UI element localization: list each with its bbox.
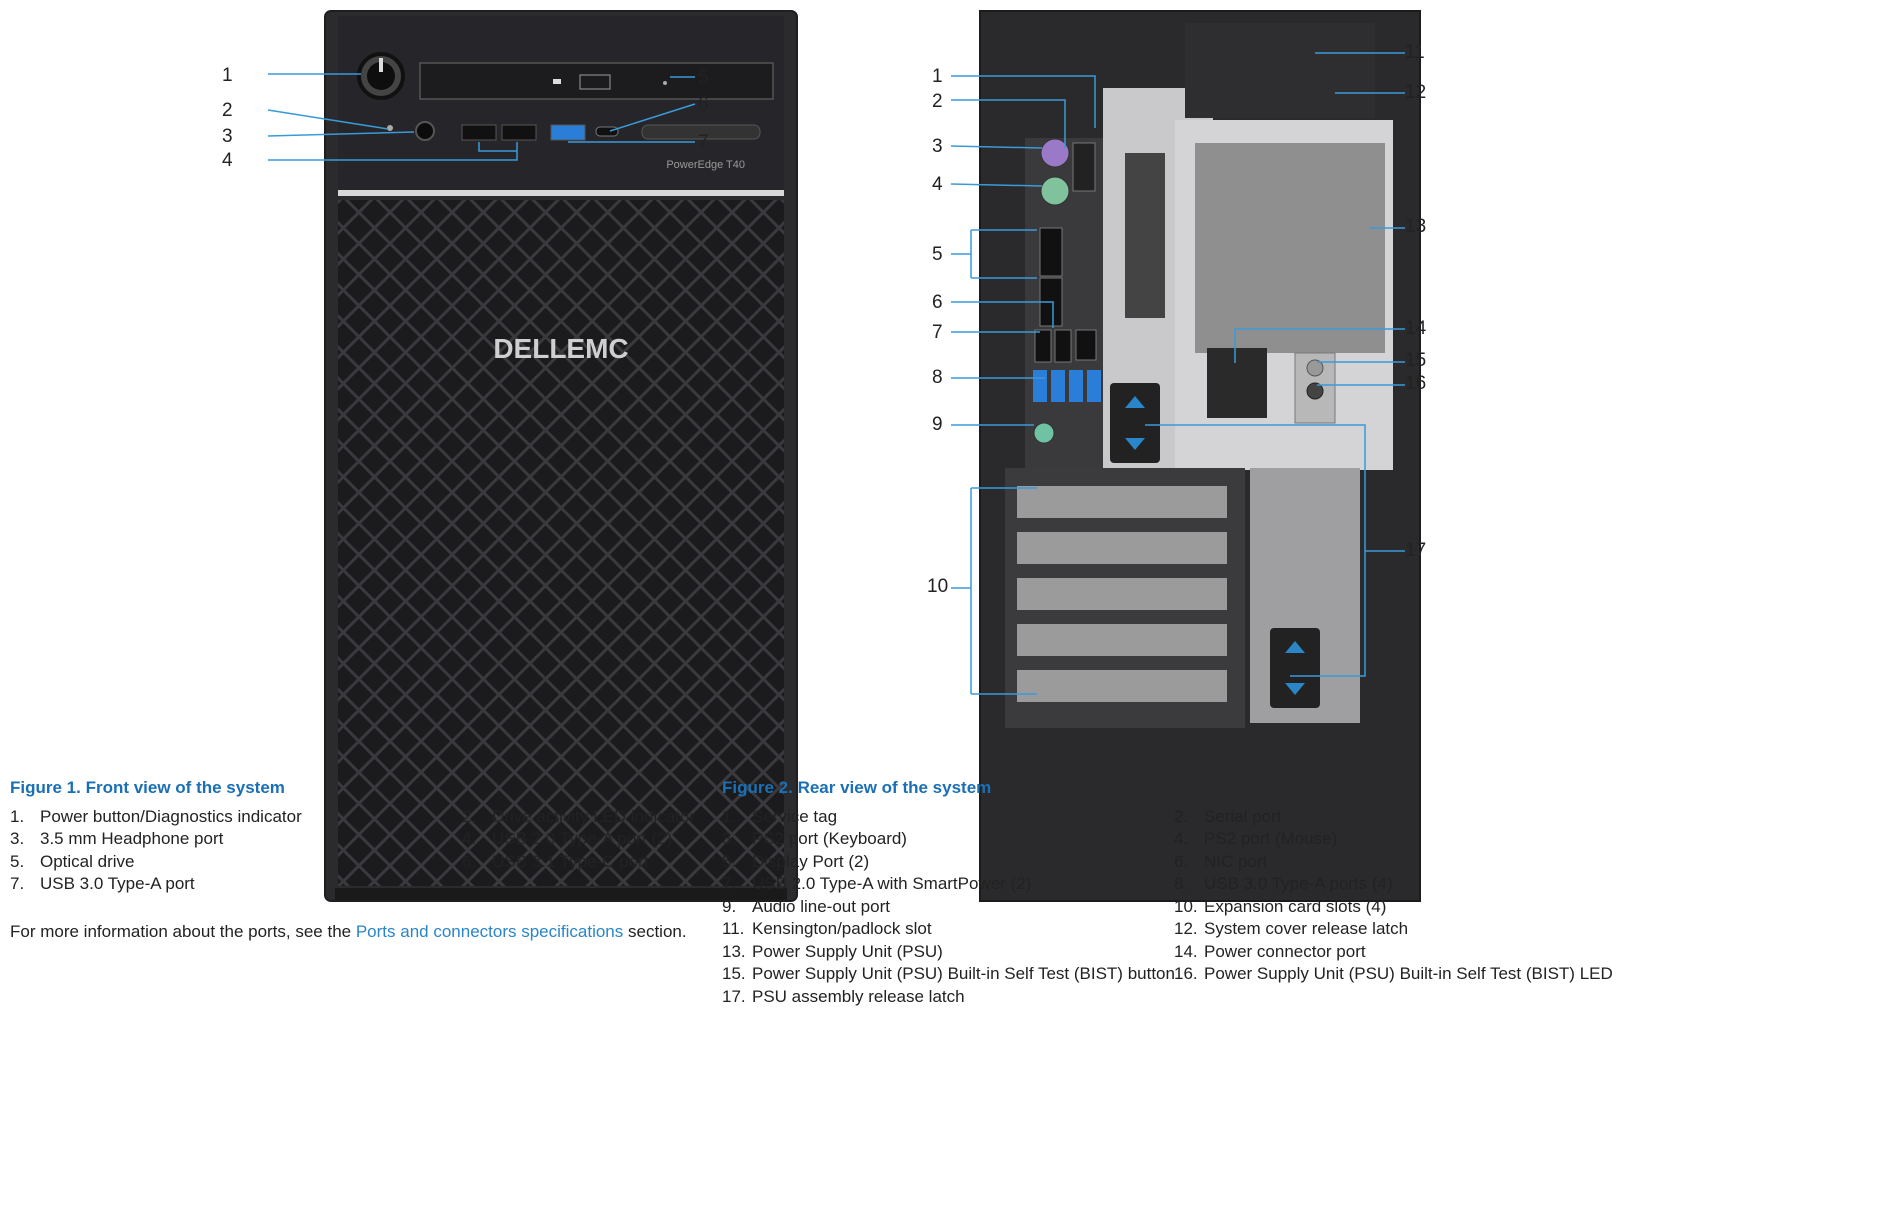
- rear-view-figure: [950, 10, 1421, 902]
- front-callout-4: 4: [222, 150, 233, 171]
- front-callout-2: 2: [222, 100, 233, 121]
- list-item: 5.Display Port (2): [722, 852, 870, 871]
- list-item: 14.Power connector port: [1174, 942, 1366, 961]
- ports-connectors-link[interactable]: Ports and connectors specifications: [355, 922, 624, 941]
- rear-callout-4: 4: [932, 174, 943, 195]
- list-item: 9.Audio line-out port: [722, 897, 890, 916]
- rear-callout-3: 3: [932, 136, 943, 157]
- list-item: 5.Optical drive: [10, 852, 135, 871]
- list-item: 13.Power Supply Unit (PSU): [722, 942, 943, 961]
- list-item: 16.Power Supply Unit (PSU) Built-in Self…: [1174, 964, 1613, 983]
- list-item: 4.USB 2.0 Type-A port (2): [462, 829, 673, 848]
- front-callout-6: 6: [698, 94, 709, 115]
- list-item: 2.Drive activity LED indicator: [462, 807, 696, 826]
- list-item: 1.Power button/Diagnostics indicator: [10, 807, 302, 826]
- rear-callout-13: 13: [1405, 216, 1427, 237]
- rear-callout-8: 8: [932, 367, 943, 388]
- list-item: 10.Expansion card slots (4): [1174, 897, 1387, 916]
- rear-callout-10: 10: [927, 576, 949, 597]
- list-item: 4.PS2 port (Mouse): [1174, 829, 1338, 848]
- brand-logo: DELLEMC: [493, 333, 628, 364]
- front-callout-7: 7: [698, 132, 709, 153]
- ports-info-note: For more information about the ports, se…: [10, 922, 687, 941]
- list-item: 6.USB 3.1 Type-C port: [462, 852, 649, 871]
- rear-callout-17: 17: [1405, 540, 1427, 561]
- front-view-figure: PowerEdge T40 DELLEMC: [267, 10, 798, 902]
- front-callout-5: 5: [698, 67, 709, 88]
- list-item: 11.Kensington/padlock slot: [722, 919, 932, 938]
- rear-callout-1: 1: [932, 66, 943, 87]
- rear-callout-6: 6: [932, 292, 943, 313]
- rear-callout-9: 9: [932, 414, 943, 435]
- list-item: 8.USB 3.0 Type-A ports (4): [1174, 874, 1393, 893]
- list-item: 17.PSU assembly release latch: [722, 987, 965, 1006]
- list-item: 2.Serial port: [1174, 807, 1282, 826]
- list-item: 12.System cover release latch: [1174, 919, 1409, 938]
- front-figure-caption: Figure 1. Front view of the system: [10, 778, 285, 797]
- list-item: 1.Service tag: [722, 807, 838, 826]
- front-callout-1: 1: [222, 65, 233, 86]
- rear-callout-2: 2: [932, 91, 943, 112]
- list-item: 7.USB 3.0 Type-A port: [10, 874, 195, 893]
- list-item: 3.3.5 mm Headphone port: [10, 829, 224, 848]
- rear-callout-5: 5: [932, 244, 943, 265]
- rear-callout-15: 15: [1405, 350, 1427, 371]
- rear-callout-11: 11: [1405, 42, 1425, 63]
- front-callout-3: 3: [222, 126, 233, 147]
- rear-callout-16: 16: [1405, 373, 1427, 394]
- list-item: 15.Power Supply Unit (PSU) Built-in Self…: [722, 964, 1175, 983]
- list-item: 7.USB 2.0 Type-A with SmartPower (2): [722, 874, 1032, 893]
- model-label: PowerEdge T40: [666, 159, 745, 171]
- rear-figure-caption: Figure 2. Rear view of the system: [722, 778, 992, 797]
- list-item: 3.PS2 port (Keyboard): [722, 829, 907, 848]
- rear-callout-12: 12: [1405, 82, 1427, 103]
- rear-callout-7: 7: [932, 322, 943, 343]
- rear-callout-14: 14: [1405, 318, 1427, 339]
- list-item: 6.NIC port: [1174, 852, 1268, 871]
